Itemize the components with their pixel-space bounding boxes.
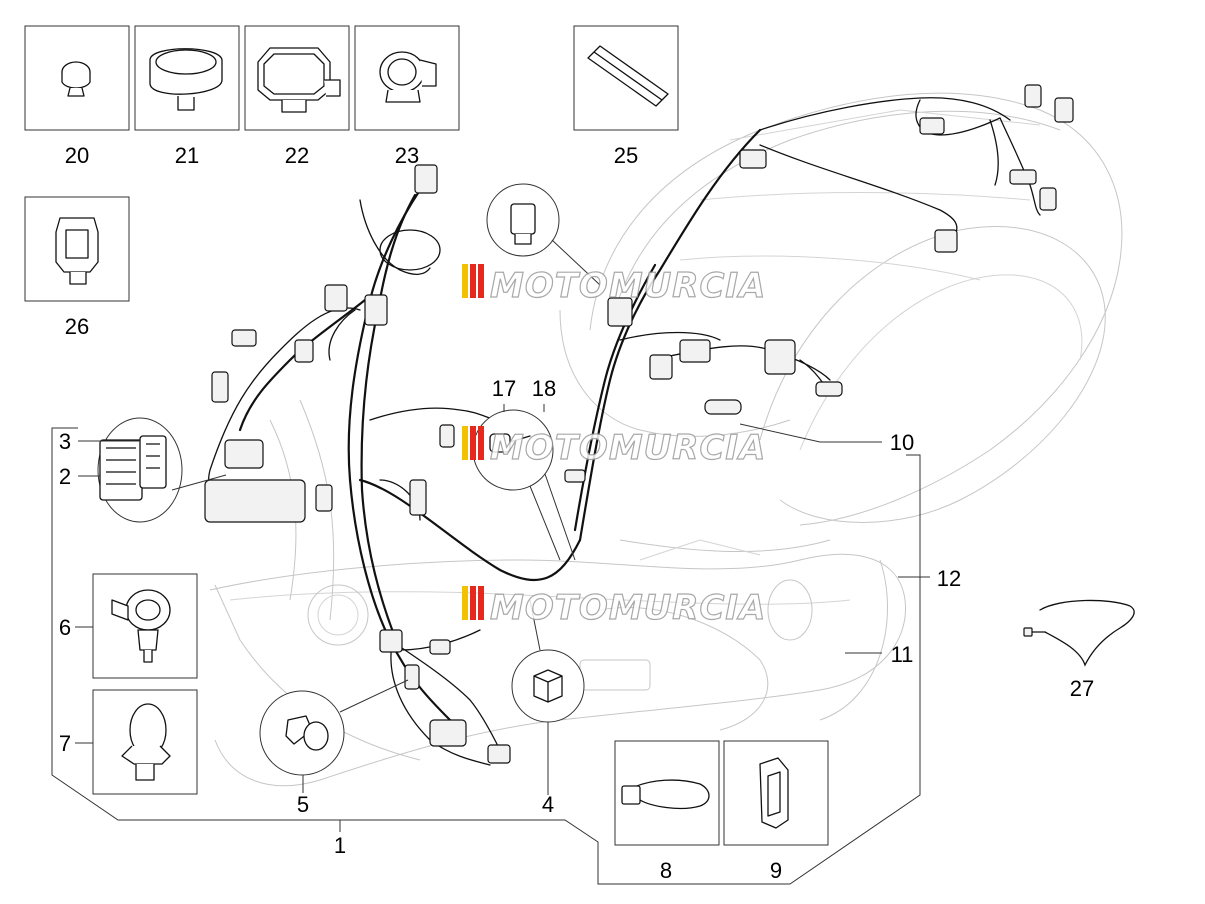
watermark-motomurcia-1: MOTOMURCIA [462, 264, 766, 307]
harness-connectors [204, 84, 1074, 764]
watermark-text: MOTOMURCIA [490, 266, 766, 306]
callout-3: 3 [59, 429, 71, 454]
callout-22: 22 [285, 143, 309, 168]
detail-box-8 [614, 740, 720, 846]
circle-detail-17-18 [472, 409, 576, 561]
group-bracket-1 [51, 427, 921, 885]
detail-box-7 [92, 689, 198, 795]
circle-detail-4 [511, 599, 585, 723]
callout-12: 12 [937, 566, 961, 591]
detail-box-25 [573, 25, 679, 131]
leader-lines [75, 404, 930, 795]
watermark-text: MOTOMURCIA [490, 428, 766, 468]
callout-26: 26 [65, 314, 89, 339]
callout-7: 7 [59, 731, 71, 756]
detail-box-26 [24, 196, 130, 302]
detail-box-9 [723, 740, 829, 846]
callout-9: 9 [770, 858, 782, 883]
watermark-motomurcia-2: MOTOMURCIA [462, 426, 766, 469]
callout-4: 4 [542, 792, 554, 817]
detail-box-2-3 [97, 417, 227, 523]
callout-18: 18 [532, 376, 556, 401]
detail-27-wire [1023, 599, 1135, 667]
circle-detail-connector [486, 183, 601, 286]
callout-25: 25 [614, 143, 638, 168]
callout-8: 8 [660, 858, 672, 883]
watermark-text: MOTOMURCIA [490, 588, 766, 628]
detail-box-23 [354, 25, 460, 131]
callout-5: 5 [297, 792, 309, 817]
callout-10: 10 [890, 430, 914, 455]
callout-21: 21 [175, 143, 199, 168]
callout-27: 27 [1070, 676, 1094, 701]
callout-11: 11 [891, 642, 914, 667]
watermark-motomurcia-3: MOTOMURCIA [462, 586, 766, 629]
callout-17: 17 [492, 376, 516, 401]
callout-2: 2 [59, 464, 71, 489]
detail-box-22 [244, 25, 350, 131]
callout-23: 23 [395, 143, 419, 168]
circle-detail-5 [259, 679, 409, 776]
detail-box-6 [92, 573, 198, 679]
callout-6: 6 [59, 615, 71, 640]
callout-numbers: 20 21 22 23 25 26 3 2 6 7 5 4 1 8 9 17 1… [59, 143, 1094, 883]
callout-1: 1 [334, 833, 346, 858]
detail-box-20 [24, 25, 130, 131]
detail-box-21 [134, 25, 240, 131]
callout-20: 20 [65, 143, 89, 168]
